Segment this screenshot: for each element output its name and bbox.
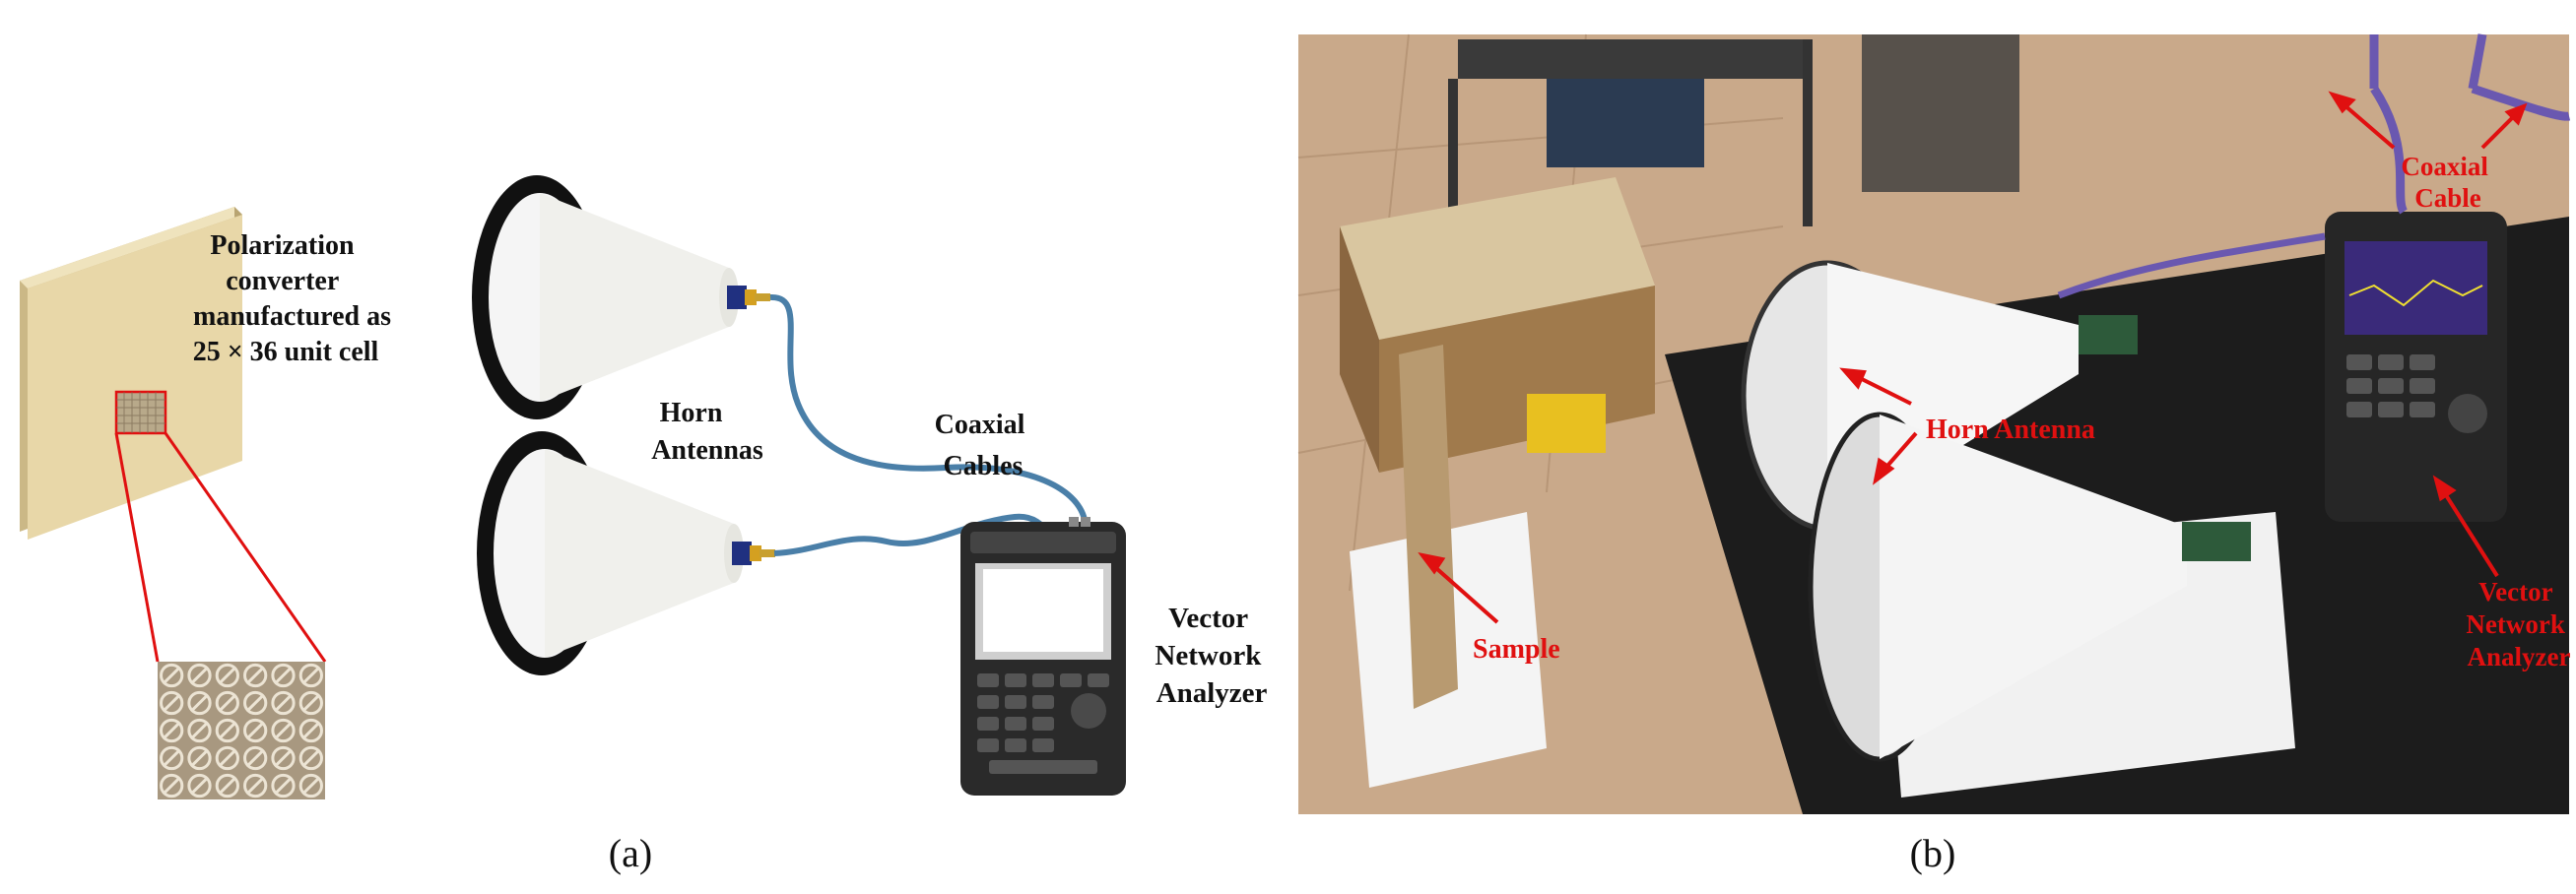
unit-cell [271,663,296,688]
unit-cell-slot [301,693,321,713]
unit-cell-slot [301,776,321,796]
unit-cell [215,690,239,716]
unit-cell [160,718,184,743]
unit-cell-slot [218,776,237,796]
annotation-arrows [1418,91,2528,624]
converter-label: Polarization converter manufactured as 2… [193,230,398,367]
unit-cell [298,773,323,798]
unit-cell [215,663,239,688]
horn-antenna-top [472,175,770,419]
unit-cell-slot [218,666,237,685]
unit-cell [243,663,268,688]
unit-cell-slot [245,666,265,685]
unit-cell-slot [273,666,294,685]
caption-a: (a) [609,831,652,875]
unit-cell-slot [162,721,181,740]
unit-cell-slot [218,748,237,768]
unit-cell-slot [189,693,210,713]
polarization-converter-board [20,207,242,540]
unit-cell-slot [273,693,294,713]
coaxial-cable-top [769,293,1089,528]
zoom-line-left [114,432,160,663]
unit-cell [243,745,268,771]
unit-cell [298,745,323,771]
unit-cell-slot [301,666,321,685]
photo-svg: Coaxial Cable Horn Antenna Sample Vector… [1297,33,2571,875]
unit-cell-slot [162,666,181,685]
coaxial-cable-bottom [773,513,1049,556]
unit-cell [298,663,323,688]
unit-cell [187,663,212,688]
unit-cell [160,663,184,688]
unit-cell [243,690,268,716]
unit-cell [160,745,184,771]
horn-antennas-label: Horn Antennas [651,398,763,466]
caption-b: (b) [1910,831,1956,875]
coaxial-cable-label-b: Coaxial Cable [2401,152,2494,213]
schematic-svg: Polarization converter manufactured as 2… [20,175,1268,875]
panel-a-schematic: Polarization converter manufactured as 2… [20,175,1268,875]
unit-cell-slot [273,776,294,796]
unit-cell [215,745,239,771]
measurement-setup-photo [1297,33,2571,814]
sample-label-b: Sample [1473,634,1560,665]
unit-cell [215,718,239,743]
unit-cell [271,718,296,743]
panel-b-photo: Coaxial Cable Horn Antenna Sample Vector… [1290,0,2576,894]
photo-vna-device [2325,212,2507,522]
horn-antenna-bottom [477,431,775,675]
unit-cell [271,745,296,771]
unit-cell-slot [245,748,265,768]
unit-cell [187,773,212,798]
unit-cell-slot [245,693,265,713]
unit-cell [243,773,268,798]
unit-cell-slot [218,721,237,740]
unit-cell-slot [162,776,181,796]
unit-cell-slot [273,748,294,768]
unit-cell-slot [273,721,294,740]
unit-cell-slot [189,666,210,685]
unit-cell [215,773,239,798]
unit-cell-slot [245,721,265,740]
unit-cell [160,690,184,716]
zoom-line-right [164,432,327,663]
unit-cell [271,690,296,716]
unit-cell [271,773,296,798]
unit-cell [187,745,212,771]
unit-cell-slot [301,748,321,768]
sample-board [1399,345,1458,709]
coaxial-cables-label: Coaxial Cables [935,410,1032,481]
unit-cell [160,773,184,798]
unit-cell-slot [218,693,237,713]
unit-cell-zoom [158,662,325,799]
vector-network-analyzer-device [960,517,1126,796]
vna-label-a: Vector Network Analyzer [1155,603,1268,709]
unit-cell [298,690,323,716]
unit-cell-slot [162,748,181,768]
horn-antenna-label-b: Horn Antenna [1926,415,2095,445]
unit-cell [187,690,212,716]
unit-cell [187,718,212,743]
unit-cell-slot [301,721,321,740]
unit-cell [298,718,323,743]
unit-cell-slot [189,776,210,796]
unit-cell-slot [162,693,181,713]
unit-cell-slot [245,776,265,796]
vna-label-b: Vector Network Analyzer [2466,577,2571,671]
unit-cell [243,718,268,743]
unit-cell-slot [189,748,210,768]
unit-cell-slot [189,721,210,740]
